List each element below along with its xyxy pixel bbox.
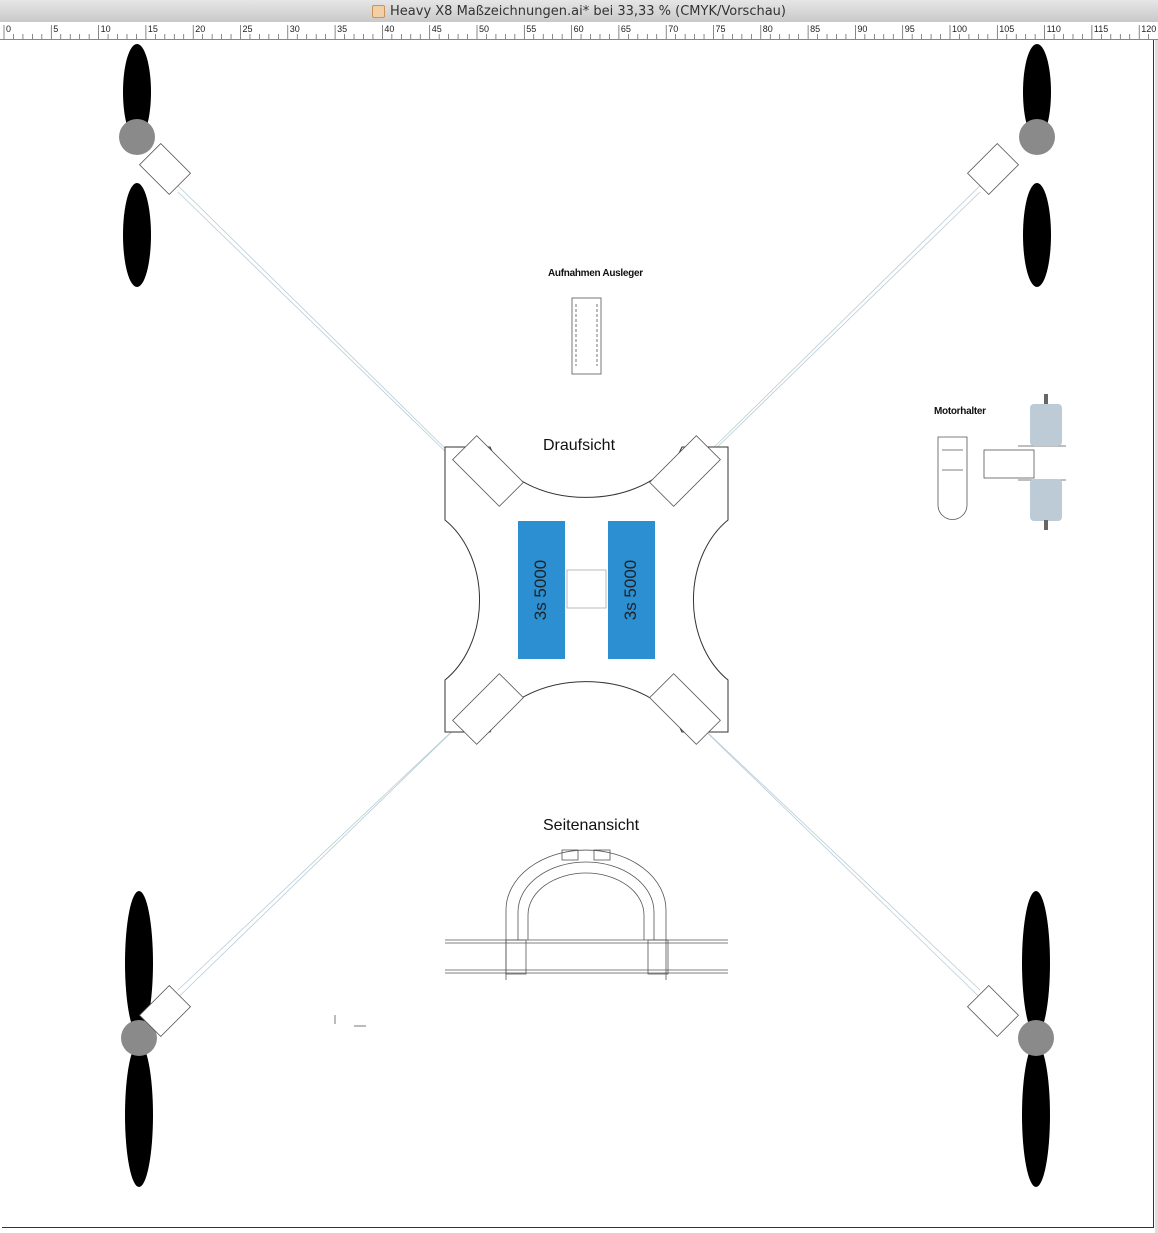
horizontal-ruler[interactable]: 0 5 10 15 20 25 30 35 40 45 50 55 60 65 70 75 80 85 90 95 10… — [0, 22, 1158, 40]
battery-right-label: 3s 5000 — [621, 559, 640, 621]
ruler-label: 35 — [337, 24, 347, 34]
battery-right — [608, 521, 655, 659]
window-titlebar[interactable]: Heavy X8 Maßzeichnungen.ai* bei 33,33 % … — [0, 0, 1158, 23]
ruler-label: 90 — [857, 24, 867, 34]
ruler-label: 20 — [195, 24, 205, 34]
technical-drawing — [119, 44, 1066, 1187]
ruler-label: 40 — [384, 24, 394, 34]
propeller-bottom-left — [121, 891, 157, 1187]
ruler-label: 10 — [101, 24, 111, 34]
ruler-label: 85 — [810, 24, 820, 34]
ruler-label: 100 — [952, 24, 967, 34]
propeller-top-left — [119, 44, 155, 287]
window-title: Heavy X8 Maßzeichnungen.ai* bei 33,33 % … — [390, 3, 786, 19]
motor-mounts — [138, 142, 1020, 1038]
ruler-label: 5 — [53, 24, 58, 34]
ruler-label: 50 — [479, 24, 489, 34]
center-square — [566, 569, 607, 609]
ruler-label: 70 — [668, 24, 678, 34]
ruler-label: 115 — [1094, 24, 1108, 34]
ruler-label: 75 — [716, 24, 726, 34]
arm-clamps — [452, 435, 721, 745]
ruler-label: 120 — [1141, 24, 1156, 34]
ruler-label: 45 — [432, 24, 442, 34]
ruler-label: 95 — [905, 24, 915, 34]
battery-left — [518, 521, 565, 659]
ruler-label: 30 — [290, 24, 300, 34]
artboard — [2, 40, 1154, 1228]
ruler-label: 0 — [6, 24, 11, 34]
label-draufsicht: Draufsicht — [543, 437, 616, 454]
ruler-label: 65 — [621, 24, 631, 34]
ruler-label: 55 — [526, 24, 536, 34]
artboard-canvas[interactable]: Aufnahmen Ausleger Motorhalter Draufsich… — [0, 40, 1158, 1233]
document-icon — [372, 4, 386, 18]
label-motorhalter: Motorhalter — [934, 406, 986, 417]
ruler-label: 80 — [763, 24, 773, 34]
ruler-ticks: 0 5 10 15 20 25 30 35 40 45 50 55 60 65 70 75 80 85 90 95 10… — [3, 24, 1156, 39]
propeller-bottom-right — [1018, 891, 1054, 1187]
ruler-label: 110 — [1047, 24, 1061, 34]
ruler-label: 60 — [574, 24, 584, 34]
arm-lines — [159, 167, 999, 1016]
label-seitenansicht: Seitenansicht — [543, 817, 640, 834]
motor-side-view — [1030, 394, 1062, 530]
ruler-label: 105 — [999, 24, 1014, 34]
side-view — [334, 849, 728, 1027]
propeller-top-right — [1019, 44, 1055, 287]
label-aufnahmen-ausleger: Aufnahmen Ausleger — [548, 268, 643, 279]
ruler-label: 15 — [148, 24, 158, 34]
aufnahmen-part — [571, 297, 602, 375]
ruler-label: 25 — [243, 24, 253, 34]
vertical-scrollbar[interactable] — [1155, 40, 1158, 1233]
battery-left-label: 3s 5000 — [531, 559, 550, 621]
